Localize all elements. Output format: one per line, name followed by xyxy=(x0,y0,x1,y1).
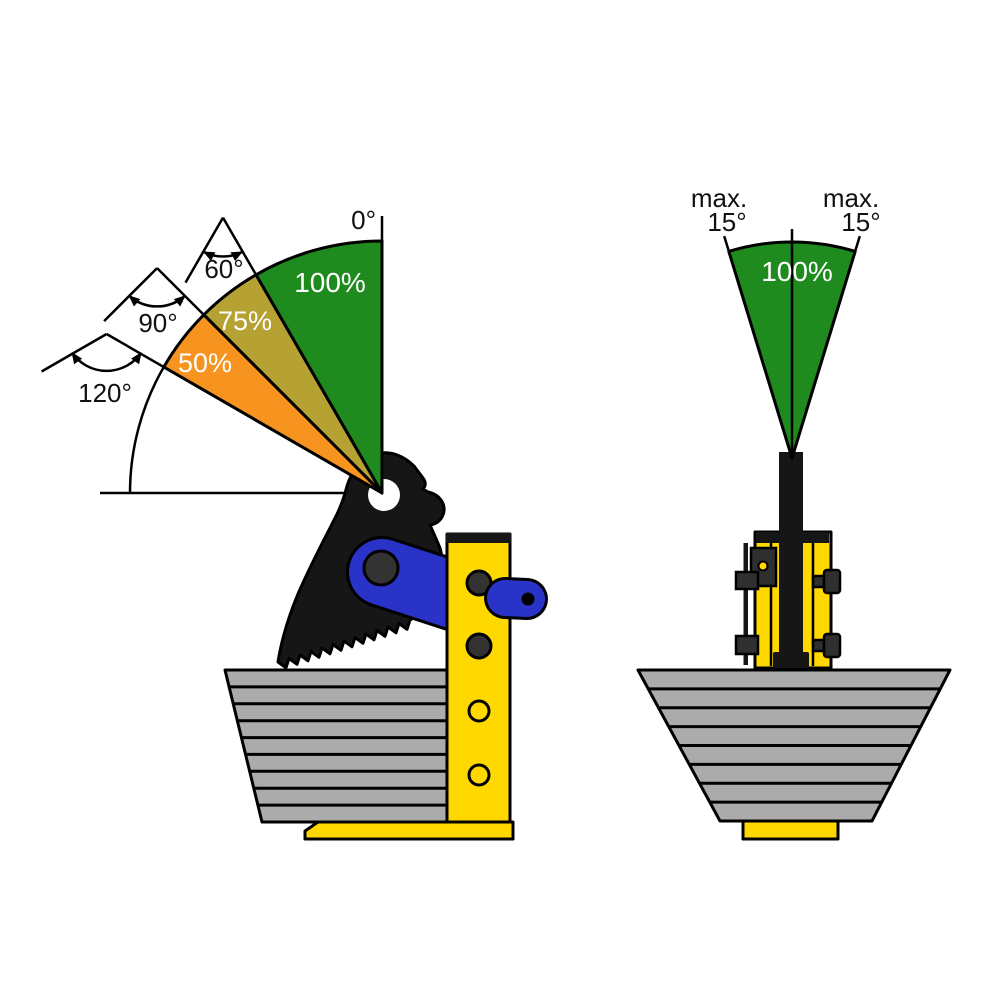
side-view-diagram: 0° 60° 90° 120° 100% 75% 50% xyxy=(40,205,548,841)
rod-bracket-lower xyxy=(734,634,760,656)
marker-120-arc xyxy=(71,352,143,373)
label-angle-120: 120° xyxy=(78,378,132,408)
marker-60-left-leg xyxy=(184,216,225,284)
rod-bracket-upper xyxy=(734,570,760,591)
radial-45-line xyxy=(156,267,383,494)
label-max-left: max. xyxy=(691,183,747,213)
label-angle-0: 0° xyxy=(351,205,376,235)
clamp-jaw-side xyxy=(445,532,512,824)
sector-100-percent xyxy=(254,239,384,495)
clamp-foot-front xyxy=(741,819,840,841)
label-fan-capacity-100: 100% xyxy=(761,256,833,287)
jaw-pin-hole-2 xyxy=(465,632,493,660)
marker-120-deg xyxy=(40,332,143,373)
marker-60-deg xyxy=(184,216,243,284)
link-arm-pivot xyxy=(362,549,400,587)
angle-reference-lines xyxy=(100,216,384,495)
frame-top-cap-right xyxy=(801,532,829,543)
bolt-head-lower xyxy=(822,632,842,659)
marker-120-left-leg xyxy=(40,332,108,373)
fan-left-limit-line xyxy=(723,235,794,459)
latch-pin-dot xyxy=(757,560,769,572)
front-view-diagram: max. 15° max. 15° 100% xyxy=(636,183,952,841)
marker-90-left-leg xyxy=(103,267,158,322)
label-capacity-50: 50% xyxy=(178,348,232,378)
marker-90-deg xyxy=(103,267,186,322)
center-bar-bottom-cap xyxy=(773,652,809,668)
label-15-left: 15° xyxy=(707,207,746,237)
bolt-head-upper xyxy=(822,568,842,595)
sector-arc-extension xyxy=(128,366,165,494)
fan-right-limit-line xyxy=(790,235,861,459)
label-angle-90: 90° xyxy=(138,308,177,338)
plate-stack-front-layer-lines xyxy=(648,687,941,804)
tab-pin-dot xyxy=(521,592,535,606)
plate-stack-side xyxy=(223,668,449,824)
plate-stack-front xyxy=(636,668,952,841)
label-capacity-75: 75% xyxy=(218,306,272,336)
frame-top-cap-left xyxy=(756,532,782,543)
label-15-right: 15° xyxy=(841,207,880,237)
marker-90-arc xyxy=(128,295,186,308)
label-max-right: max. xyxy=(823,183,879,213)
jaw-top-cap xyxy=(446,533,511,543)
label-capacity-100: 100% xyxy=(294,267,366,298)
jaw-open-hole-2 xyxy=(467,763,491,787)
clamp-body-front xyxy=(734,452,842,670)
radial-60-line xyxy=(105,332,383,495)
clamp-foot-side xyxy=(303,820,515,841)
sling-angle-markers xyxy=(40,216,243,373)
jaw-open-hole-1 xyxy=(467,699,491,723)
radial-30-line xyxy=(221,216,384,494)
center-shackle-bar xyxy=(779,452,803,658)
tilt-limit-fan xyxy=(723,229,861,460)
label-angle-60: 60° xyxy=(204,254,243,284)
tension-rod xyxy=(743,543,748,665)
marker-60-arc xyxy=(203,250,243,262)
plate-stack-layer-lines xyxy=(229,685,447,807)
plate-stack-body xyxy=(223,668,449,824)
blue-link-tab xyxy=(484,577,548,620)
